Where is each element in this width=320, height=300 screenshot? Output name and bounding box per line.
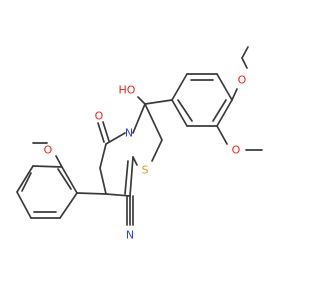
methoxy-oxygen-left-label: O [44, 144, 53, 157]
atom-labels: O N HO S N O O O [44, 74, 247, 242]
ring-nitrogen-label: N [125, 127, 133, 140]
hydroxyl-label: HO [119, 84, 136, 97]
methoxy-oxygen-right-label: O [232, 144, 241, 157]
ketone-oxygen-label: O [95, 110, 104, 123]
nitrile-nitrogen-label: N [126, 229, 134, 242]
bond-lines [16, 46, 263, 226]
methoxy-oxygen-top-label: O [238, 74, 247, 87]
sulfur-label: S [142, 164, 149, 177]
molecule-structure: O N HO S N O O O [16, 46, 263, 242]
